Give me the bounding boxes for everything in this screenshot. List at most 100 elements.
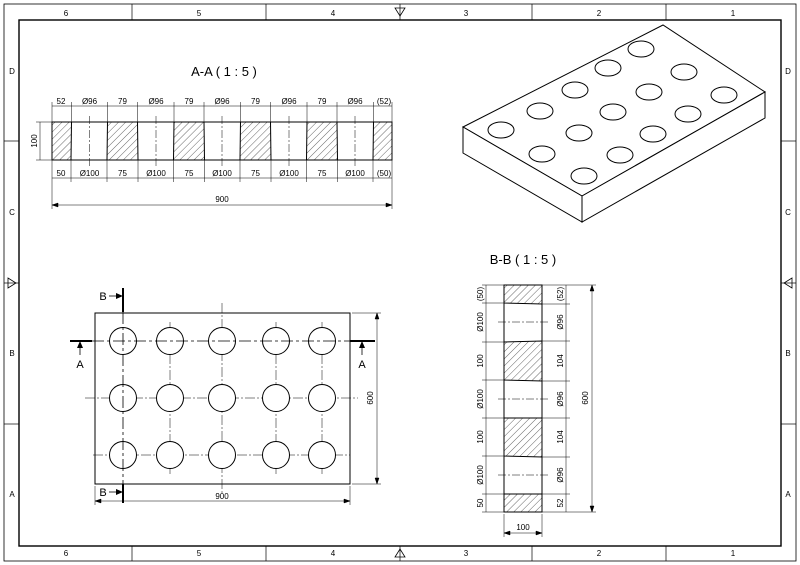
aa-hatched-segment — [239, 121, 272, 161]
iso-hole — [674, 105, 702, 123]
section-bb-view: B-B ( 1 : 5 ) (50) Ø100 100 Ø100 100 — [476, 252, 596, 537]
zone-col-6-top: 6 — [64, 9, 69, 18]
plan-hole — [262, 384, 290, 412]
bb-right-dim: Ø96 — [556, 467, 565, 483]
bb-right-dim: Ø96 — [556, 391, 565, 407]
bb-overall-dim: 600 — [581, 391, 590, 405]
aa-bottom-dim: Ø100 — [279, 169, 299, 178]
bb-left-dim: Ø100 — [476, 312, 485, 332]
aa-bottom-dim: 50 — [57, 169, 66, 178]
bb-left-dim: 50 — [476, 498, 485, 507]
plan-hole — [308, 441, 336, 469]
zone-col-5-top: 5 — [197, 9, 202, 18]
iso-hole — [528, 145, 556, 163]
aa-bottom-dim: (50) — [377, 169, 392, 178]
zone-row-d-left: D — [9, 67, 15, 76]
plan-hole — [156, 384, 184, 412]
bb-hatched-segment — [503, 493, 543, 513]
bb-hatched-segment — [503, 340, 543, 382]
section-bb-title: B-B ( 1 : 5 ) — [490, 252, 556, 267]
section-label-b-top: B — [99, 291, 106, 303]
aa-top-dim: Ø96 — [281, 97, 297, 106]
plan-view: A A B B 900 600 — [70, 288, 381, 505]
aa-bottom-dim: Ø100 — [212, 169, 232, 178]
iso-hole — [635, 83, 663, 101]
zone-col-4-top: 4 — [331, 9, 336, 18]
iso-hole — [487, 121, 515, 139]
plan-hole — [208, 384, 236, 412]
bb-left-dim: Ø100 — [476, 465, 485, 485]
bb-hatched-segment — [503, 284, 543, 305]
aa-bottom-dim: Ø100 — [146, 169, 166, 178]
iso-hole — [526, 102, 554, 120]
bb-right-dim: Ø96 — [556, 314, 565, 330]
section-line-aa — [70, 340, 375, 355]
iso-hole — [639, 125, 667, 143]
bb-left-dim: 100 — [476, 430, 485, 444]
plan-width-dim: 900 — [215, 492, 229, 501]
bb-right-dim: 52 — [556, 498, 565, 507]
zone-col-2-bottom: 2 — [597, 549, 602, 558]
aa-top-dim: Ø96 — [347, 97, 363, 106]
aa-bottom-dim: 75 — [318, 169, 327, 178]
aa-top-dim: 79 — [251, 97, 260, 106]
bb-left-dim: Ø100 — [476, 389, 485, 409]
aa-top-dim: Ø96 — [82, 97, 98, 106]
zone-labels: 6 5 4 3 2 1 6 5 4 3 2 1 D C B A D C B A — [9, 9, 791, 558]
aa-hatched-segment — [172, 121, 206, 161]
zone-col-3-bottom: 3 — [464, 549, 469, 558]
iso-hole — [606, 146, 634, 164]
aa-top-dim: 79 — [185, 97, 194, 106]
bb-right-dim: (52) — [556, 287, 565, 302]
iso-hole — [599, 103, 627, 121]
bb-width-dim: 100 — [516, 523, 530, 532]
aa-bottom-dim: 75 — [251, 169, 260, 178]
zone-col-3-top: 3 — [464, 9, 469, 18]
aa-hatched-segment — [372, 121, 393, 161]
zone-row-b-left: B — [9, 349, 14, 358]
aa-top-dim: (52) — [377, 97, 392, 106]
iso-hole — [627, 40, 655, 58]
plan-height-dim: 600 — [366, 391, 375, 405]
sheet-frame — [3, 3, 797, 562]
section-label-a-left: A — [76, 359, 84, 371]
bb-right-dim: 104 — [556, 354, 565, 368]
aa-hatched-segment — [305, 121, 339, 161]
plan-hole — [156, 441, 184, 469]
iso-hole — [570, 167, 598, 185]
aa-top-dim: 79 — [118, 97, 127, 106]
zone-col-6-bottom: 6 — [64, 549, 69, 558]
section-label-a-right: A — [358, 359, 366, 371]
zone-col-1-top: 1 — [731, 9, 736, 18]
zone-row-a-left: A — [9, 490, 15, 499]
zone-row-b-right: B — [785, 349, 790, 358]
section-aa-title: A-A ( 1 : 5 ) — [191, 64, 257, 79]
bb-right-dim: 104 — [556, 430, 565, 444]
iso-hole — [561, 81, 589, 99]
zone-row-a-right: A — [785, 490, 791, 499]
aa-height-dim: 100 — [30, 134, 39, 148]
section-line-bb — [109, 288, 124, 503]
iso-hole — [565, 124, 593, 142]
zone-col-2-top: 2 — [597, 9, 602, 18]
plan-hole — [262, 441, 290, 469]
plan-hole — [308, 384, 336, 412]
aa-bottom-dim: 75 — [118, 169, 127, 178]
aa-top-dim: 79 — [318, 97, 327, 106]
bb-hatched-segment — [503, 417, 543, 458]
bb-left-dim: 100 — [476, 354, 485, 368]
aa-overall-dim: 900 — [215, 195, 229, 204]
aa-hatched-segment — [106, 121, 139, 161]
zone-row-c-left: C — [9, 208, 15, 217]
aa-hatched-segment — [51, 121, 73, 161]
zone-col-4-bottom: 4 — [331, 549, 336, 558]
zone-row-d-right: D — [785, 67, 791, 76]
iso-hole — [594, 59, 622, 77]
zone-col-5-bottom: 5 — [197, 549, 202, 558]
section-aa-view: A-A ( 1 : 5 ) — [30, 64, 393, 209]
iso-hole — [670, 63, 698, 81]
zone-col-1-bottom: 1 — [731, 549, 736, 558]
bb-left-dim: (50) — [476, 287, 485, 302]
aa-top-dim: Ø96 — [214, 97, 230, 106]
